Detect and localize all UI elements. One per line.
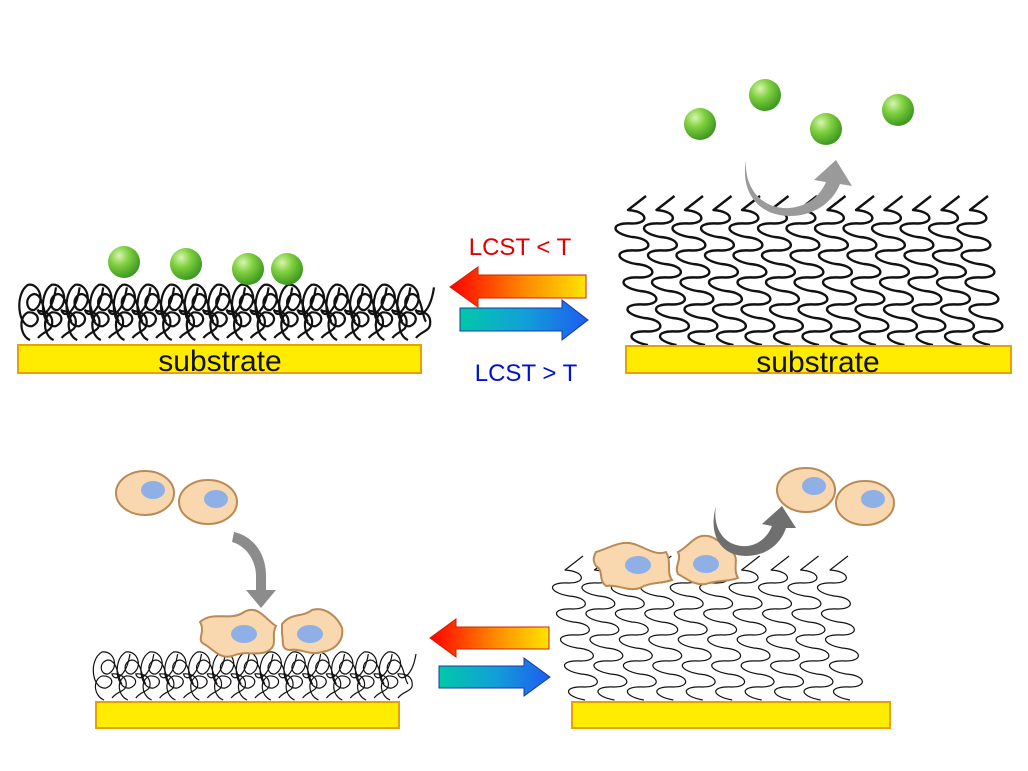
polymer-chain bbox=[325, 283, 357, 342]
polymer-chain bbox=[140, 651, 171, 701]
polymer-chain bbox=[259, 651, 290, 701]
bottom-right-cells-free bbox=[776, 467, 895, 526]
bottom-left-attach-arrow bbox=[232, 532, 276, 608]
polymer-chain bbox=[283, 651, 314, 701]
bottom-left-cells-free bbox=[115, 470, 238, 525]
polymer-chain bbox=[756, 195, 804, 347]
particle bbox=[170, 248, 202, 280]
bottom-right-release-arrow bbox=[713, 506, 796, 556]
polymer-chain bbox=[699, 555, 746, 701]
label-lcst-less-t: LCST < T bbox=[469, 234, 572, 261]
polymer-chain bbox=[92, 651, 123, 701]
polymer-chain bbox=[159, 283, 191, 342]
bottom-left-cells-spread bbox=[198, 608, 344, 658]
polymer-chain bbox=[758, 555, 804, 701]
polymer-chain bbox=[331, 651, 361, 701]
bottom-right-extended-brush bbox=[551, 555, 863, 701]
polymer-chain bbox=[671, 195, 719, 347]
polymer-chain bbox=[89, 283, 120, 342]
arrow-left-warm-bottom bbox=[429, 618, 550, 658]
polymer-chain bbox=[842, 195, 890, 347]
spread-cell bbox=[198, 608, 278, 658]
substrate-label: substrate bbox=[158, 345, 281, 378]
polymer-chain bbox=[397, 653, 417, 699]
polymer-chain bbox=[348, 283, 380, 342]
polymer-chain bbox=[581, 555, 628, 701]
arrow-right-cool bbox=[459, 298, 589, 342]
particle bbox=[232, 253, 264, 285]
polymer-chain bbox=[378, 651, 409, 701]
arrow-right-cool-bottom bbox=[438, 657, 551, 697]
polymer-chain bbox=[41, 283, 73, 342]
top-right-particles bbox=[684, 79, 914, 145]
spread-cell bbox=[281, 608, 344, 655]
polymer-chain bbox=[136, 283, 168, 342]
cell bbox=[835, 480, 895, 526]
polymer-chain bbox=[188, 651, 218, 701]
polymer-chain bbox=[414, 287, 436, 339]
polymer-chain bbox=[396, 283, 427, 342]
particle bbox=[684, 108, 716, 140]
polymer-chain bbox=[230, 283, 262, 342]
polymer-chain bbox=[116, 651, 147, 701]
polymer-chain bbox=[183, 283, 215, 342]
particle bbox=[271, 253, 303, 285]
top-right-substrate: substrate bbox=[625, 345, 1012, 379]
spread-cell bbox=[592, 542, 674, 591]
top-left-particles bbox=[108, 246, 303, 285]
bottom-left-collapsed-brush bbox=[92, 651, 417, 701]
particle bbox=[882, 94, 914, 126]
polymer-chain bbox=[927, 195, 975, 347]
bottom-right-cells-spread bbox=[592, 534, 740, 591]
polymer-chain bbox=[699, 195, 747, 347]
top-left-collapsed-brush bbox=[18, 283, 436, 342]
polymer-chain bbox=[870, 195, 918, 347]
bottom-left-substrate bbox=[95, 701, 400, 729]
polymer-chain bbox=[899, 195, 947, 347]
polymer-chain bbox=[207, 283, 238, 342]
polymer-chain bbox=[65, 283, 97, 342]
polymer-chain bbox=[728, 555, 775, 701]
polymer-chain bbox=[372, 283, 404, 342]
polymer-chain bbox=[669, 555, 716, 701]
particle bbox=[749, 79, 781, 111]
polymer-chain bbox=[785, 195, 833, 347]
polymer-chain bbox=[354, 651, 385, 701]
label-lcst-greater-t: LCST > T bbox=[475, 360, 578, 387]
bottom-right-substrate bbox=[571, 701, 891, 729]
cell bbox=[115, 470, 175, 516]
polymer-chain bbox=[112, 283, 144, 342]
polymer-chain bbox=[254, 283, 286, 342]
polymer-chain bbox=[610, 555, 657, 701]
cell bbox=[178, 479, 238, 525]
particle bbox=[810, 113, 842, 145]
polymer-chain bbox=[956, 195, 1004, 347]
top-right-release-arrow bbox=[744, 160, 852, 216]
top-left-substrate: substrate bbox=[17, 344, 422, 378]
top-right-extended-brush bbox=[614, 195, 1004, 347]
substrate-label: substrate bbox=[756, 346, 879, 379]
cell bbox=[776, 467, 836, 513]
polymer-chain bbox=[816, 555, 863, 701]
polymer-chain bbox=[640, 555, 687, 701]
particle bbox=[108, 246, 140, 278]
polymer-chain bbox=[813, 195, 861, 347]
polymer-chain bbox=[164, 651, 194, 701]
polymer-chain bbox=[642, 195, 690, 347]
polymer-chain bbox=[18, 283, 49, 342]
polymer-chain bbox=[614, 195, 662, 347]
polymer-chain bbox=[728, 195, 776, 347]
polymer-chain bbox=[301, 283, 333, 342]
arrow-left-warm bbox=[449, 266, 587, 308]
spread-cell bbox=[675, 534, 740, 586]
polymer-chain bbox=[787, 555, 834, 701]
polymer-chain bbox=[551, 555, 598, 701]
